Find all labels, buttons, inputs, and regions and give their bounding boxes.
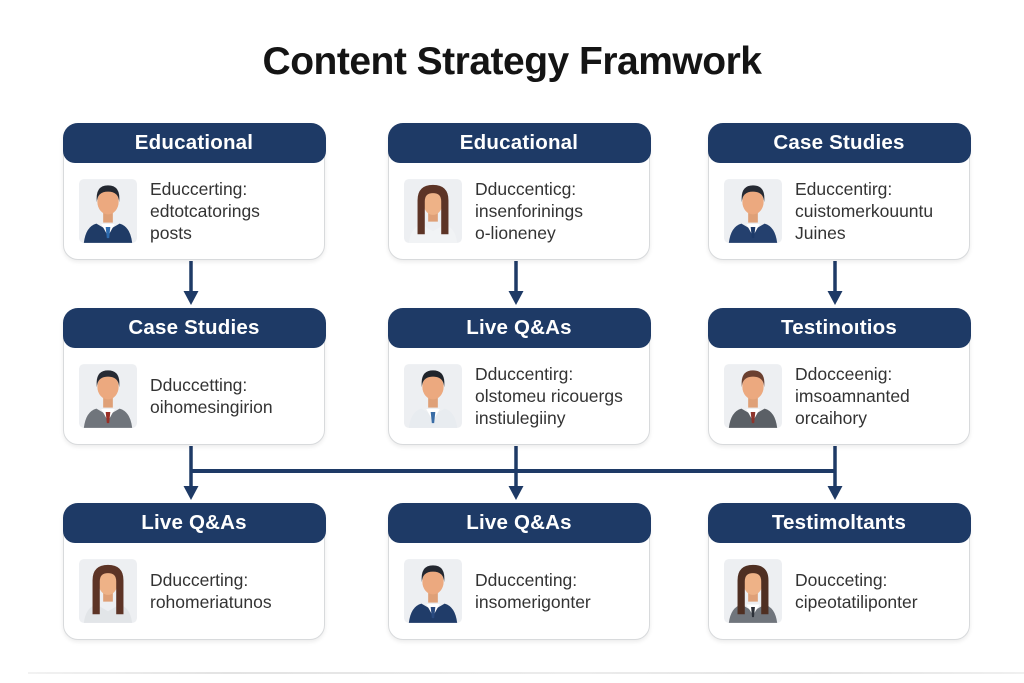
card-body: Dduccenting: insomerigonter — [389, 543, 649, 639]
card-body-text: Dduccenting: insomerigonter — [475, 570, 591, 612]
card-header: Educational — [387, 122, 651, 163]
card-header: Case Studies — [62, 307, 326, 348]
woman-brown-hair-gray-blouse-avatar — [79, 558, 137, 624]
card-body: Dduccerting: rohomeriatunos — [64, 543, 324, 639]
man-navy-suit-avatar — [404, 558, 462, 624]
card-body: Educcentirg: cuistomerkouuntu Juines — [709, 163, 969, 259]
card-body-text: Educcerting: edtotcatorings posts — [150, 179, 260, 243]
card-title: Case Studies — [128, 315, 260, 339]
card-body: Doucceting: cipeotatiliponter — [709, 543, 969, 639]
card-header: Educational — [62, 122, 326, 163]
card-title: Educational — [459, 130, 579, 154]
card-header: Testimoltants — [707, 502, 971, 543]
card-body: Dduccetting: oihomesingirion — [64, 348, 324, 444]
woman-dark-hair-gray-suit-avatar — [724, 558, 782, 624]
card-body-text: Dduccenticg: insenforinings o-lioneney — [475, 179, 583, 243]
man-brown-hair-dark-suit-avatar — [724, 363, 782, 429]
card-body: Ddocceenig: imsoamnanted orcaihory — [709, 348, 969, 444]
card-body-text: Dduccerting: rohomeriatunos — [150, 570, 272, 612]
card-header: Case Studies — [707, 122, 971, 163]
card-educational-2: Educational Dduccenticg: insenforinings … — [387, 122, 651, 260]
page-title: Content Strategy Framwork — [262, 40, 762, 83]
card-live-qas-3: Live Q&As Dduccenting: insomerigonter — [387, 502, 651, 640]
man-gray-suit-red-tie-avatar — [79, 363, 137, 429]
card-header: Live Q&As — [62, 502, 326, 543]
card-title: Live Q&As — [141, 510, 247, 534]
card-live-qas-1: Live Q&As Dduccentirg: olstomeu ricouerg… — [387, 307, 651, 445]
man-white-shirt-blue-tie-avatar — [404, 363, 462, 429]
card-testimonials-2: Testimoltants Doucceting: cipeotatilipon… — [707, 502, 971, 640]
card-header: Testinoıtios — [707, 307, 971, 348]
card-header: Live Q&As — [387, 502, 651, 543]
card-body-text: Doucceting: cipeotatiliponter — [795, 570, 918, 612]
card-body: Dduccenticg: insenforinings o-lioneney — [389, 163, 649, 259]
card-title: Educational — [134, 130, 254, 154]
card-title: Live Q&As — [466, 315, 572, 339]
card-body: Dduccentirg: olstomeu ricouergs instiule… — [389, 348, 649, 444]
card-body-text: Dduccetting: oihomesingirion — [150, 375, 273, 417]
card-body-text: Educcentirg: cuistomerkouuntu Juines — [795, 179, 934, 243]
card-body-text: Dduccentirg: olstomeu ricouergs instiule… — [475, 364, 623, 428]
card-body-text: Ddocceenig: imsoamnanted orcaihory — [795, 364, 910, 428]
card-live-qas-2: Live Q&As Dduccerting: rohomeriatunos — [62, 502, 326, 640]
card-case-studies-1: Case Studies Educcentirg: cuistomerkouun… — [707, 122, 971, 260]
card-educational-1: Educational Educcerting: edtotcatorings … — [62, 122, 326, 260]
man-navy-suit-avatar — [724, 178, 782, 244]
card-header: Live Q&As — [387, 307, 651, 348]
card-title: Live Q&As — [466, 510, 572, 534]
card-title: Case Studies — [773, 130, 905, 154]
woman-brown-hair-white-blouse-avatar — [404, 178, 462, 244]
man-navy-suit-blue-tie-avatar — [79, 178, 137, 244]
card-testimonials-1: Testinoıtios Ddocceenig: imsoamnanted or… — [707, 307, 971, 445]
card-case-studies-2: Case Studies Dduccetting: oihomesingirio… — [62, 307, 326, 445]
card-body: Educcerting: edtotcatorings posts — [64, 163, 324, 259]
card-title: Testimoltants — [771, 510, 907, 534]
card-title: Testinoıtios — [781, 315, 897, 339]
bottom-divider — [28, 672, 1024, 674]
